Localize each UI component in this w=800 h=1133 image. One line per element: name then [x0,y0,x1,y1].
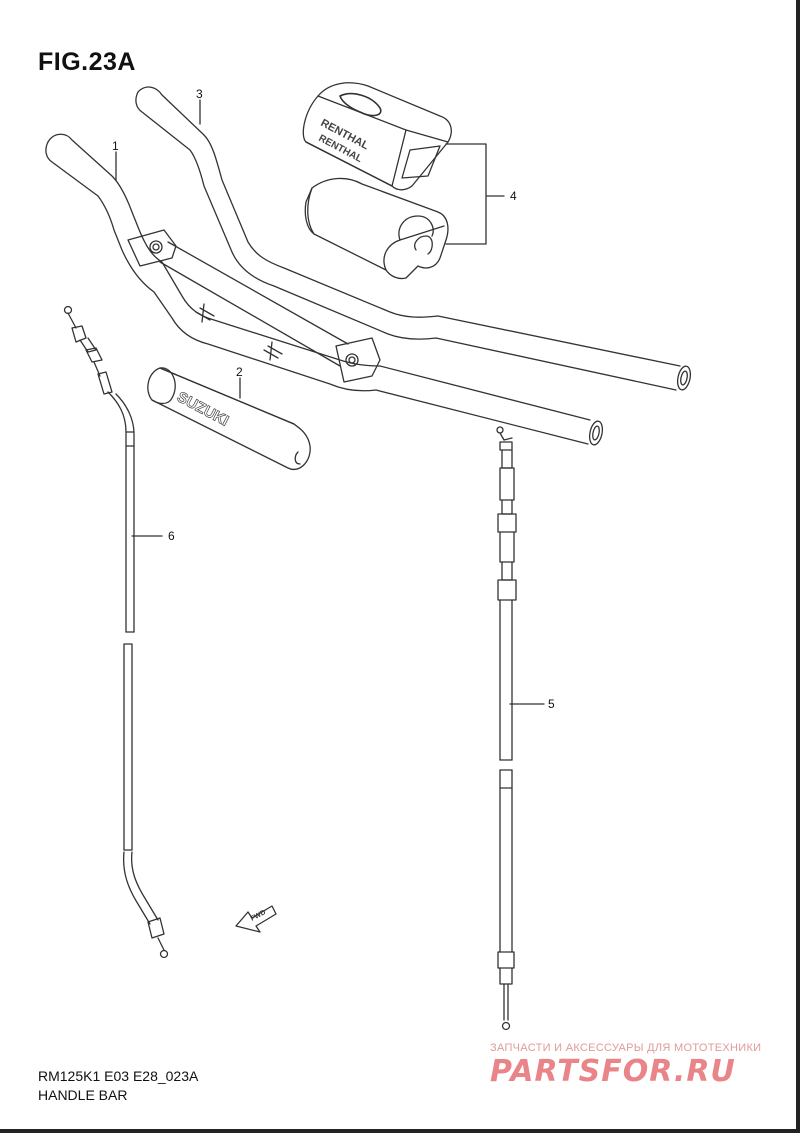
model-code: RM125K1 E03 E28_023A [38,1068,199,1084]
handlebar-crossbar [159,241,349,367]
bar-pad-cover [302,82,452,191]
crossbar-clamps [127,229,381,383]
watermark-tagline: ЗАПЧАСТИ И АКСЕССУАРЫ ДЛЯ МОТОТЕХНИКИ [490,1042,762,1054]
bar-pad-foam [304,177,449,280]
cable-left [63,305,169,959]
section-name: HANDLE BAR [38,1087,128,1103]
handlebar-upper [135,86,692,391]
handlebar-lower [45,133,604,446]
callout-5: 5 [548,697,555,711]
fwd-arrow-shape [235,905,277,933]
callout-2: 2 [236,365,243,379]
cable-right [496,426,517,1031]
leader-4 [445,143,505,245]
callout-1: 1 [112,139,119,153]
figure-title: FIG.23A [38,48,136,76]
crossbar-pad [147,367,311,471]
watermark-logo: PARTSFOR.RU [490,1054,736,1089]
callout-6: 6 [168,529,175,543]
callout-3: 3 [196,87,203,101]
callout-4: 4 [510,189,517,203]
